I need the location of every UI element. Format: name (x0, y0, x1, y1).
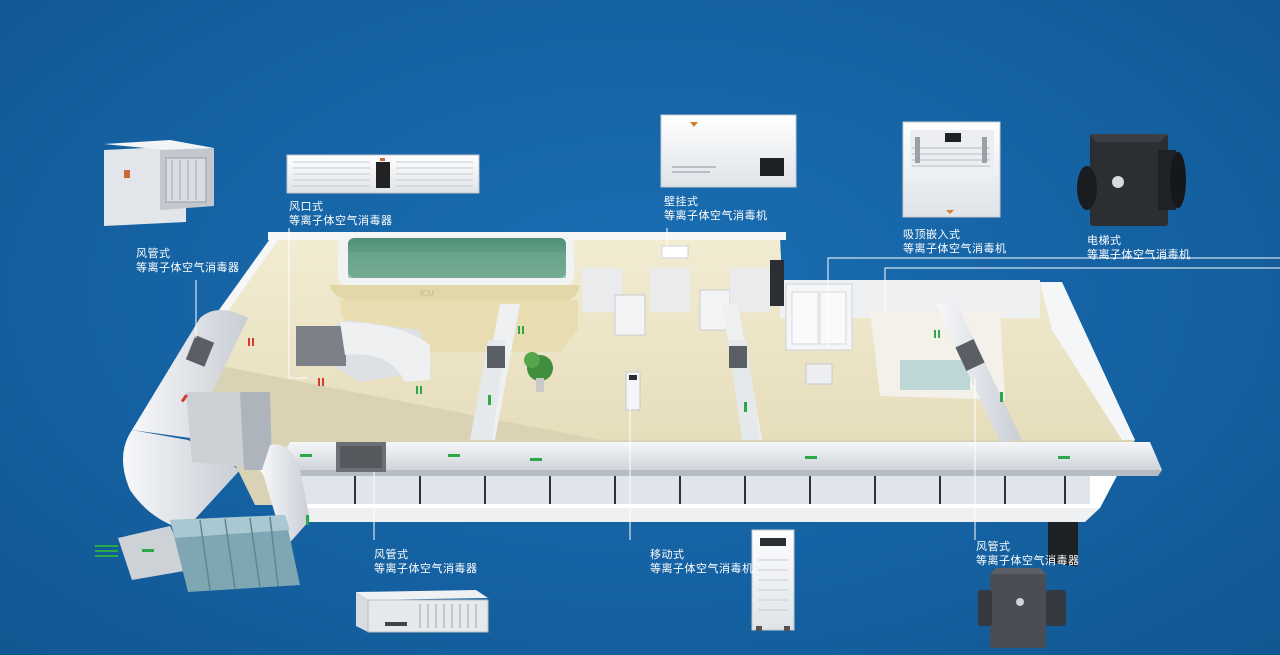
mobile-product (751, 529, 795, 631)
front-air-duct (275, 442, 1162, 476)
label-type: 移动式 (650, 548, 685, 561)
label-type: 风管式 (136, 247, 171, 260)
plant (524, 352, 553, 392)
airflow-markers (142, 326, 1070, 552)
label-wall: 壁挂式 等离子体空气消毒机 (664, 195, 768, 223)
label-name: 等离子体空气消毒机 (1087, 248, 1191, 261)
label-name: 等离子体空气消毒机 (650, 562, 754, 575)
leader-lines (195, 228, 1280, 540)
label-duct-bottom-left: 风管式 等离子体空气消毒器 (374, 548, 478, 576)
label-type: 吸顶嵌入式 (903, 228, 961, 241)
label-name: 等离子体空气消毒机 (903, 242, 1007, 255)
nurse-station-sign: ICU (420, 289, 434, 298)
mobile-unit-in-room (625, 371, 641, 411)
label-name: 等离子体空气消毒器 (136, 261, 240, 274)
label-name: 等离子体空气消毒器 (374, 562, 478, 575)
label-name: 等离子体空气消毒机 (664, 209, 768, 222)
label-duct-bottom-right: 风管式 等离子体空气消毒器 (976, 540, 1080, 568)
label-type: 风口式 (289, 200, 324, 213)
icu-beds (582, 245, 784, 336)
duct-sterilizer-product-top-left (104, 140, 214, 226)
label-duct-top-left: 风管式 等离子体空气消毒器 (136, 247, 240, 275)
duct-sterilizer-product-bottom-left (356, 590, 489, 633)
air-handling-unit (95, 515, 300, 592)
right-air-duct (470, 302, 1022, 442)
wall-mounted-product (660, 114, 797, 188)
room-duct-unit (296, 320, 432, 382)
label-type: 壁挂式 (664, 195, 699, 208)
vent-sterilizer-product (286, 154, 480, 194)
elevator-product (1077, 134, 1186, 226)
label-type: 风管式 (976, 540, 1011, 553)
left-air-duct (122, 310, 310, 548)
label-vent: 风口式 等离子体空气消毒器 (289, 200, 393, 228)
label-ceiling: 吸顶嵌入式 等离子体空气消毒机 (903, 228, 1007, 256)
label-name: 等离子体空气消毒器 (976, 554, 1080, 567)
glass-front-wall (260, 470, 1120, 522)
ceiling-embedded-product (902, 121, 1001, 218)
label-elevator: 电梯式 等离子体空气消毒机 (1087, 234, 1191, 262)
label-name: 等离子体空气消毒器 (289, 214, 393, 227)
label-mobile: 移动式 等离子体空气消毒机 (650, 548, 754, 576)
label-type: 风管式 (374, 548, 409, 561)
label-type: 电梯式 (1087, 234, 1122, 247)
duct-sterilizer-product-bottom-right (978, 568, 1066, 648)
